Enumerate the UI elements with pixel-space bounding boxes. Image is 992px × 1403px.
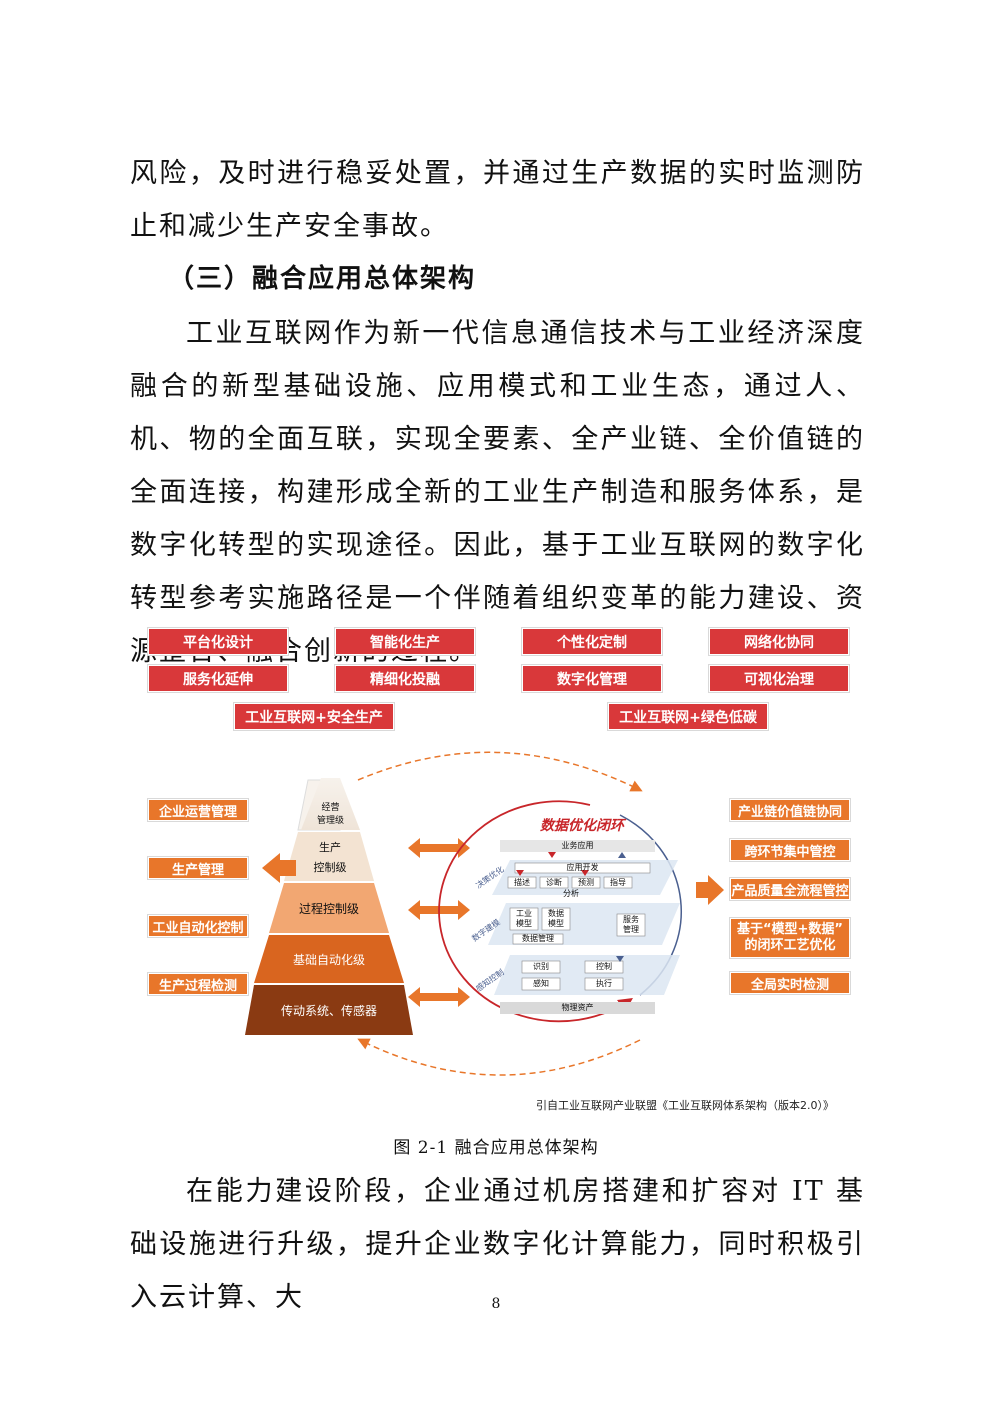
loop-arc-red — [438, 800, 633, 1023]
loop-label-line: 服务 — [623, 915, 639, 924]
left-box: 工业自动化控制 — [148, 915, 248, 937]
right-box: 产品质量全流程管控 — [730, 878, 850, 900]
loop-label: 感知 — [533, 979, 549, 988]
pyramid-tier-2 — [269, 883, 389, 933]
loop-label-line: 工业 — [516, 909, 532, 918]
loop-label: 控制 — [596, 962, 612, 971]
paragraph-continued: 风险，及时进行稳妥处置，并通过生产数据的实时监测防止和减少生产安全事故。 — [130, 158, 865, 242]
loop-label: 数据模型 — [542, 909, 570, 929]
dashed-cycle-top — [357, 751, 643, 792]
pyramid-tier-0 — [301, 778, 360, 830]
pyramid-line: 生产 — [319, 841, 341, 854]
pyramid-tier-4 — [245, 985, 413, 1035]
right-arrow — [696, 875, 724, 905]
paragraph-intro: 工业互联网作为新一代信息通信技术与工业经济深度融合的新型基础设施、应用模式和工业… — [130, 318, 865, 667]
loop-label: 诊断 — [546, 878, 562, 887]
app-dev-bar — [514, 862, 651, 874]
figure-caption: 图 2-1 融合应用总体架构 — [393, 1138, 599, 1158]
right-box: 跨环节集中管控 — [730, 839, 850, 861]
pyramid-line: 经营 — [321, 803, 340, 813]
figure-source: 引自工业互联网产业联盟《工业互联网体系架构（版本2.0）》 — [536, 1099, 834, 1112]
loop-label-line: 管理 — [623, 925, 639, 934]
app-box: 工业互联网+绿色低碳 — [608, 703, 768, 730]
loop-label: 数据管理 — [522, 934, 554, 943]
loop-label: 业务应用 — [561, 841, 594, 850]
right-box: 产业链价值链协同 — [730, 799, 850, 821]
dashed-cycle-bottom — [357, 1038, 641, 1076]
app-box: 服务化延伸 — [148, 665, 288, 692]
app-box: 数字化管理 — [522, 665, 662, 692]
left-box: 企业运营管理 — [148, 799, 248, 821]
app-box: 工业互联网+安全生产 — [234, 703, 394, 730]
app-box: 可视化治理 — [709, 665, 849, 692]
loop-label: 服务管理 — [617, 915, 645, 935]
pyramid-label: 传动系统、传感器 — [280, 1004, 377, 1018]
right-box: 基于“模型+数据” 的闭环工艺优化 — [730, 918, 850, 958]
loop-label: 识别 — [533, 962, 549, 971]
page-number: 8 — [491, 1296, 501, 1312]
physical-assets-bar — [500, 1002, 655, 1014]
business-app-bar — [500, 840, 655, 852]
pyramid-tier-3 — [254, 935, 404, 983]
pyramid-label: 过程控制级 — [298, 902, 359, 916]
pyramid-line: 控制级 — [313, 861, 347, 874]
pyramid-line: 管理级 — [316, 816, 344, 826]
right-box-line: 的闭环工艺优化 — [744, 938, 836, 953]
loop-label-line: 数据 — [548, 909, 564, 918]
loop-label: 应用开发 — [566, 863, 599, 872]
loop-label: 指导 — [610, 878, 626, 887]
pyramid-label: 基础自动化级 — [292, 953, 365, 967]
loop-label: 描述 — [514, 878, 530, 887]
loop-label: 物理资产 — [561, 1003, 594, 1012]
right-box-line: 基于“模型+数据” — [737, 922, 843, 937]
loop-label: 分析 — [563, 889, 579, 898]
loop-title: 数据优化闭环 — [540, 818, 624, 834]
loop-label-line: 模型 — [548, 919, 564, 928]
loop-label: 工业模型 — [510, 909, 538, 929]
loop-label: 预测 — [578, 878, 594, 887]
app-box: 智能化生产 — [335, 628, 475, 655]
app-box: 精细化投融 — [335, 665, 475, 692]
pyramid-label: 生产 控制级 — [290, 838, 370, 878]
app-box: 网络化协同 — [709, 628, 849, 655]
loop-label: 执行 — [596, 979, 612, 988]
app-box: 平台化设计 — [148, 628, 288, 655]
pyramid-tier-1 — [284, 832, 374, 881]
paragraph-capability: 在能力建设阶段，企业通过机房搭建和扩容对 IT 基础设施进行升级，提升企业数字化… — [130, 1176, 865, 1313]
loop-label-line: 模型 — [516, 919, 532, 928]
section-heading: （三）融合应用总体架构 — [168, 264, 477, 294]
left-box: 生产过程检测 — [148, 973, 248, 995]
app-box: 个性化定制 — [522, 628, 662, 655]
pyramid-label: 经营 管理级 — [301, 802, 360, 828]
left-box: 生产管理 — [148, 857, 248, 879]
left-arrow — [262, 853, 296, 883]
right-box: 全局实时检测 — [730, 972, 850, 994]
